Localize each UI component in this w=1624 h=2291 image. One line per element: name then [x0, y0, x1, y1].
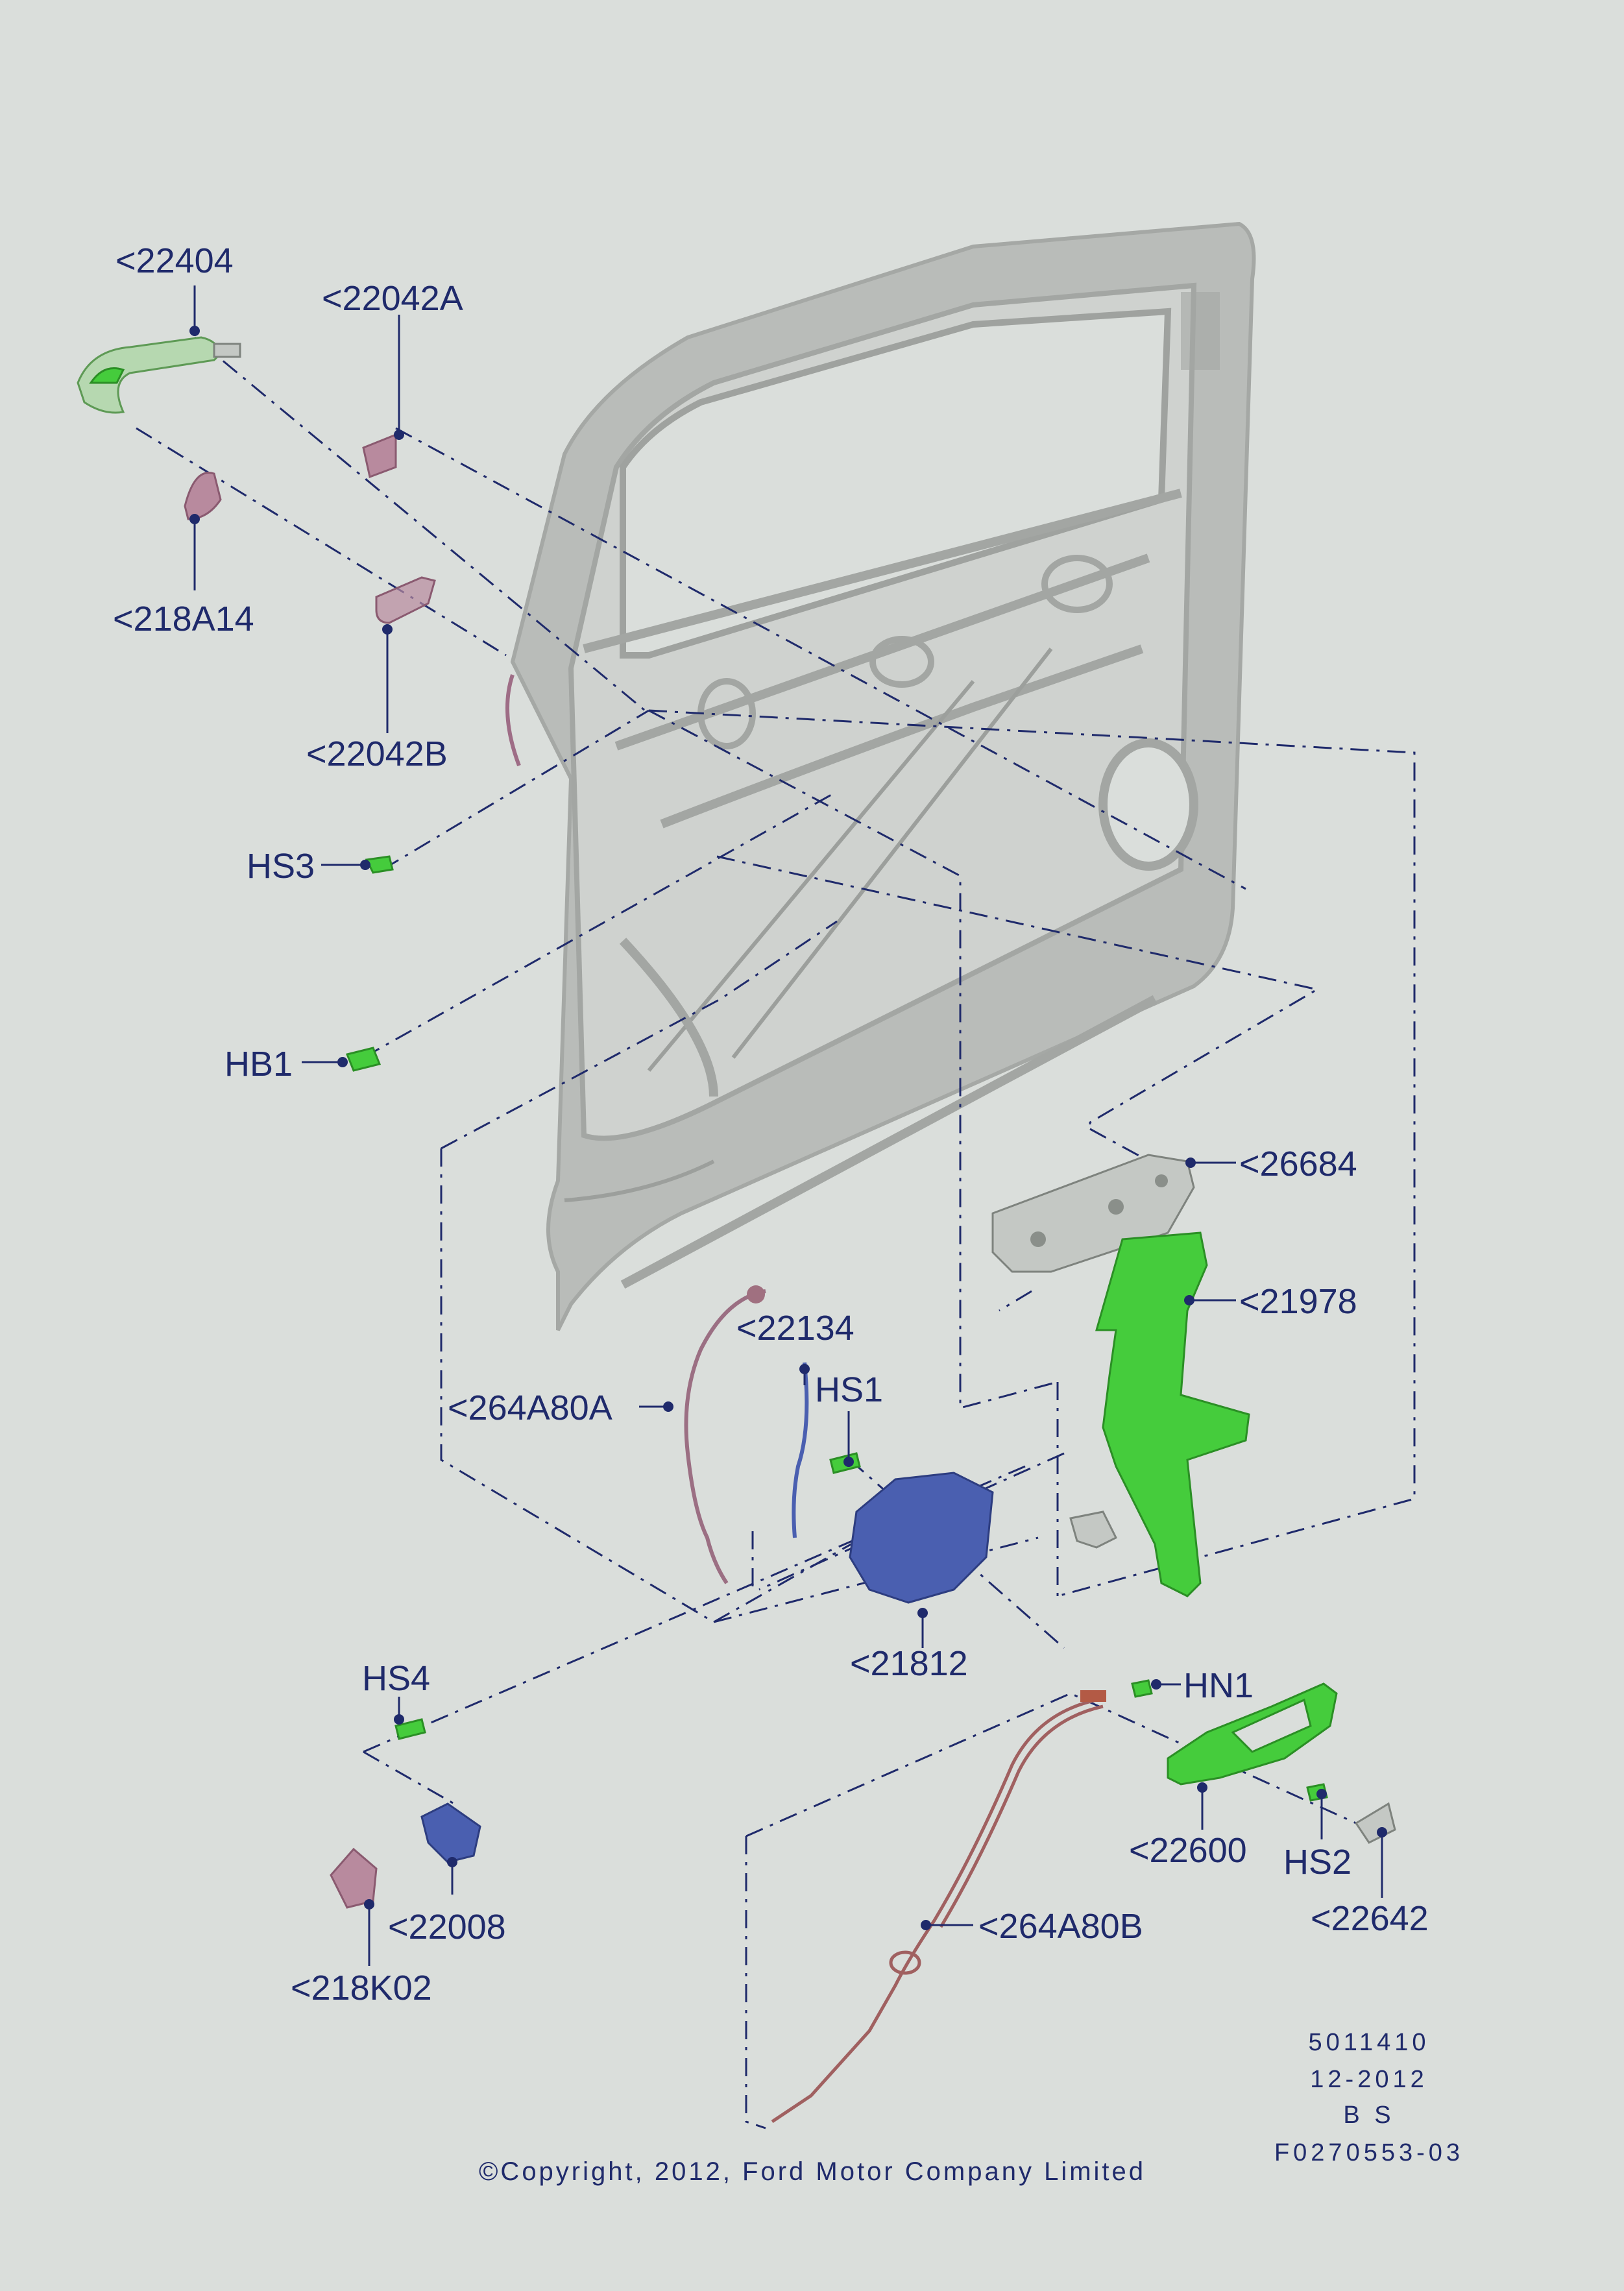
- part-218A14-cap: [184, 472, 222, 520]
- label-26684: <26684: [1239, 1145, 1357, 1183]
- label-22404: <22404: [115, 241, 234, 280]
- label-218A14: <218A14: [113, 600, 254, 638]
- figure-code: B S: [1343, 2102, 1394, 2129]
- part-22600-inner-handle: [1167, 1682, 1338, 1786]
- assembly-lines: [136, 336, 1416, 2129]
- label-21978: <21978: [1239, 1282, 1357, 1321]
- figure-id: F0270553-03: [1274, 2139, 1464, 2166]
- part-264A80B-cable: [771, 1690, 1106, 2124]
- copyright-notice: ©Copyright, 2012, Ford Motor Company Lim…: [479, 2157, 1146, 2186]
- figure-metadata: 5011410 12-2012 B S F0270553-03: [1274, 2029, 1464, 2166]
- callout-labels: <22404 <22042A <218A14 <22042B HS3 HB1 <…: [113, 241, 1429, 2007]
- label-218K02: <218K02: [291, 1969, 432, 2007]
- part-number: 5011410: [1308, 2029, 1429, 2056]
- label-HS3: HS3: [247, 847, 315, 886]
- part-HB1-bolt: [345, 1047, 382, 1072]
- part-21978-window-regulator: [1095, 1231, 1250, 1597]
- part-21812-latch: [849, 1472, 994, 1604]
- label-HB1: HB1: [224, 1045, 293, 1084]
- part-26684-handle-bracket: [991, 1154, 1195, 1273]
- part-264A80A-cable: [684, 1285, 766, 1584]
- part-HS4-screw: [394, 1718, 426, 1740]
- label-22642: <22642: [1311, 1899, 1429, 1938]
- part-218K02-cover: [330, 1847, 378, 1909]
- label-22042B: <22042B: [306, 734, 448, 773]
- label-264A80B: <264A80B: [978, 1907, 1143, 1946]
- label-HS4: HS4: [362, 1659, 430, 1698]
- part-22134-rod: [792, 1362, 809, 1538]
- label-HS1: HS1: [815, 1370, 883, 1409]
- label-22600: <22600: [1129, 1831, 1247, 1870]
- door-frame: [505, 221, 1256, 1331]
- label-21812: <21812: [850, 1644, 968, 1683]
- leader-lines: [189, 285, 1387, 1966]
- label-HN1: HN1: [1183, 1666, 1254, 1705]
- label-22042A: <22042A: [322, 279, 463, 318]
- part-HS3-screw: [365, 855, 394, 874]
- part-22642-trim: [1354, 1802, 1396, 1844]
- part-linkage-small: [1069, 1510, 1118, 1549]
- label-HS2: HS2: [1283, 1843, 1351, 1882]
- label-22134: <22134: [736, 1309, 854, 1348]
- part-HN1-nut: [1131, 1679, 1153, 1698]
- part-22404-outer-handle: [77, 336, 241, 414]
- part-22042A-gasket: [362, 433, 397, 479]
- part-22008-bracket: [420, 1802, 481, 1863]
- label-264A80A: <264A80A: [448, 1388, 612, 1427]
- part-22042B-gasket: [375, 576, 436, 624]
- figure-date: 12-2012: [1310, 2066, 1427, 2093]
- label-22008: <22008: [388, 1908, 506, 1946]
